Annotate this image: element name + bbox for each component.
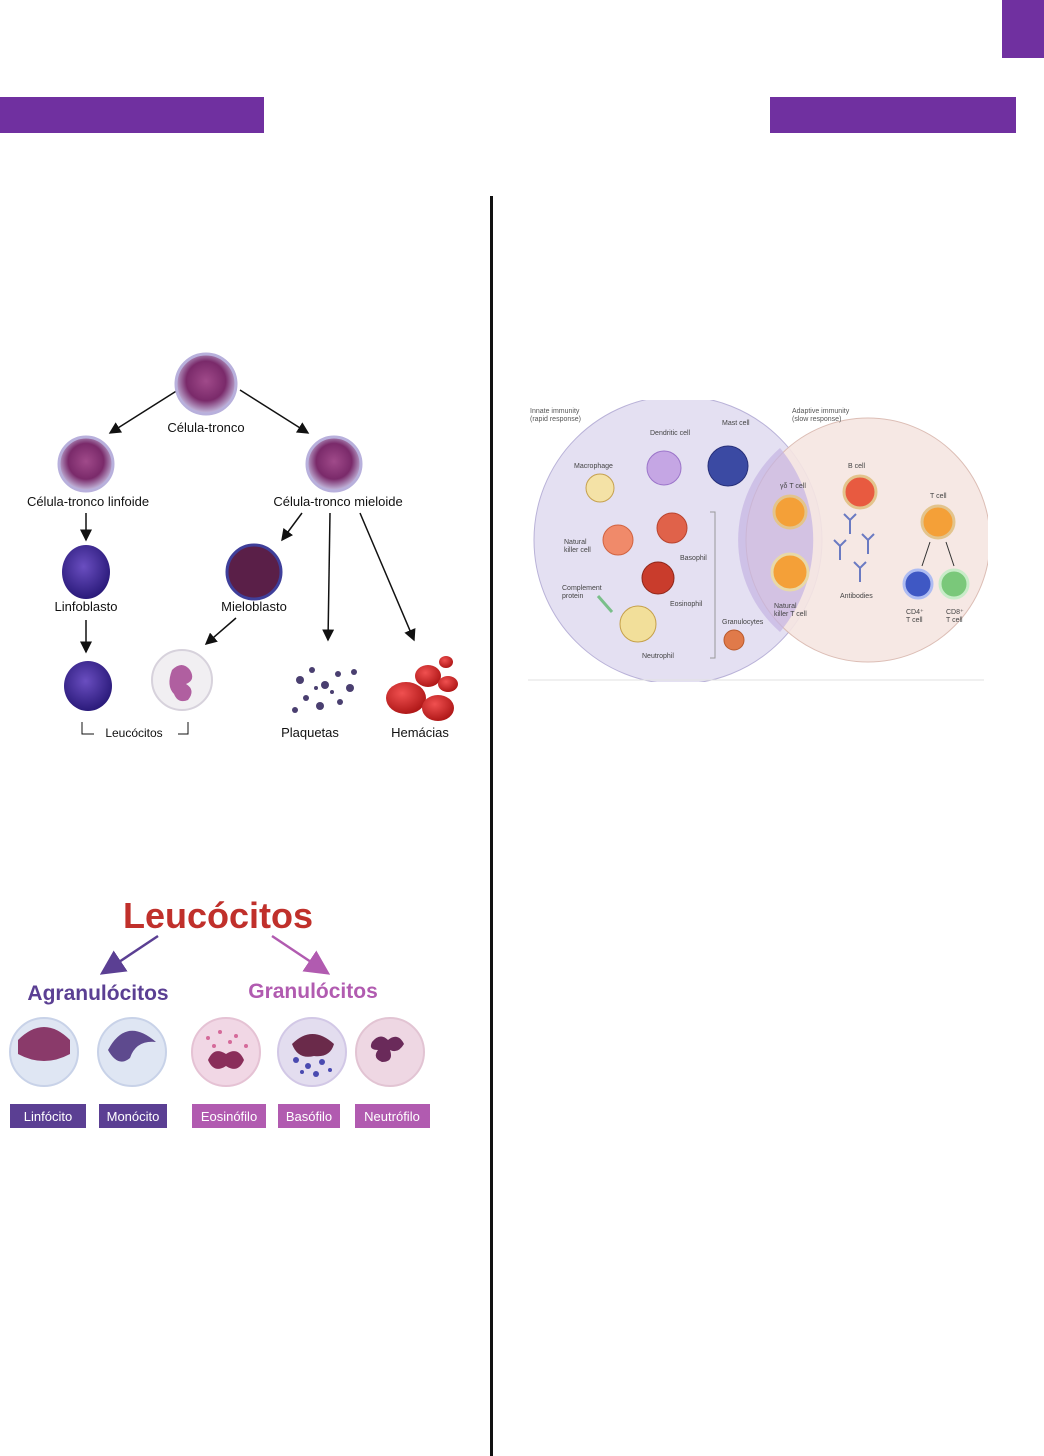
column-divider (490, 196, 493, 1456)
cd4-t-cell (902, 568, 934, 600)
granulocyte-icon (723, 629, 745, 651)
basophil-icon (656, 512, 688, 544)
label-stem: Célula-tronco (167, 420, 244, 435)
innate-title: Innate immunity (530, 408, 580, 415)
complement-icon (596, 595, 614, 613)
label-nk-1: Natural (564, 539, 587, 546)
adaptive-title: Adaptive immunity (792, 408, 850, 415)
label-lymphoblast: Linfoblasto (55, 599, 118, 614)
label-myeloid-stem: Célula-tronco mieloide (273, 494, 402, 509)
label-leukocytes: Leucócitos (105, 726, 162, 740)
label-antibodies: Antibodies (840, 593, 873, 600)
granulocytes-label: Granulócitos (248, 980, 378, 1003)
label-monocyte: Monócito (107, 1109, 160, 1124)
hematopoiesis-diagram: Célula-tronco Célula-tronco linfoide Cél… (0, 340, 480, 760)
lymphocyte-cell (9, 1017, 79, 1087)
label-lymphoid-stem: Célula-tronco linfoide (27, 494, 149, 509)
gd-t-cell (772, 494, 808, 530)
mast-cell (707, 445, 749, 487)
label-macrophage: Macrophage (574, 463, 613, 470)
leukocyte-lymphocyte (64, 661, 112, 711)
label-basophil: Basófilo (286, 1109, 332, 1124)
stem-cell (174, 352, 238, 416)
label-complement-2: protein (562, 593, 584, 600)
red-blood-cells (386, 656, 458, 721)
myeloblast-cell (225, 543, 283, 601)
myeloid-stem-cell (305, 435, 363, 493)
monocyte-cell (97, 1017, 167, 1087)
basophil-cell (277, 1017, 347, 1087)
nkt-cell (770, 552, 810, 592)
cd8-t-cell (938, 568, 970, 600)
nk-cell (602, 524, 634, 556)
label-neutrophil: Neutrophil (642, 653, 674, 660)
innate-subtitle: (rapid response) (530, 416, 581, 423)
antibodies-icon (833, 513, 875, 582)
label-eosinophil: Eosinófilo (201, 1109, 257, 1124)
label-nkt-2: killer T cell (774, 611, 807, 618)
page-corner-tab (1002, 0, 1044, 58)
label-nkt-1: Natural (774, 603, 797, 610)
eosinophil-cell (191, 1017, 261, 1087)
label-myeloblast: Mieloblasto (221, 599, 287, 614)
label-platelets: Plaquetas (281, 725, 339, 740)
label-cd4-2: T cell (906, 617, 923, 624)
label-b-cell: B cell (848, 463, 866, 470)
label-cd4-1: CD4⁺ (906, 609, 924, 616)
dendritic-cell (646, 450, 682, 486)
lymphoblast-cell (62, 545, 110, 599)
label-basophil: Basophil (680, 555, 707, 562)
adaptive-subtitle: (slow response) (792, 416, 841, 423)
label-cd8-2: T cell (946, 617, 963, 624)
neutrophil-cell (355, 1017, 425, 1087)
leukocytes-classification: Leucócitos Agranulócitos Granulócitos Li… (0, 890, 480, 1140)
label-complement-1: Complement (562, 585, 602, 592)
lymphoid-stem-cell (57, 435, 115, 493)
section-header-bar-right (770, 97, 1016, 133)
label-gd-t: γδ T cell (780, 483, 806, 490)
label-nk-2: killer cell (564, 547, 591, 554)
neutrophil-icon (619, 605, 657, 643)
t-cell (920, 504, 956, 540)
leukocytes-title: Leucócitos (123, 895, 313, 936)
immunity-venn-diagram: Innate immunity (rapid response) Adaptiv… (528, 395, 991, 685)
label-neutrophil: Neutrófilo (364, 1109, 420, 1124)
section-header-bar-left (0, 97, 264, 133)
label-cd8-1: CD8⁺ (946, 609, 964, 616)
label-eosinophil: Eosinophil (670, 601, 703, 608)
macrophage-cell (585, 473, 615, 503)
label-red-cells: Hemácias (391, 725, 449, 740)
platelets-cluster (292, 667, 357, 713)
eosinophil-icon (641, 561, 675, 595)
label-t-cell: T cell (930, 493, 947, 500)
agranulocytes-label: Agranulócitos (27, 982, 168, 1005)
label-mast: Mast cell (722, 420, 750, 427)
label-granulocytes: Granulocytes (722, 619, 764, 626)
b-cell (842, 474, 878, 510)
label-dendritic: Dendritic cell (650, 430, 691, 437)
label-lymphocyte: Linfócito (24, 1109, 72, 1124)
